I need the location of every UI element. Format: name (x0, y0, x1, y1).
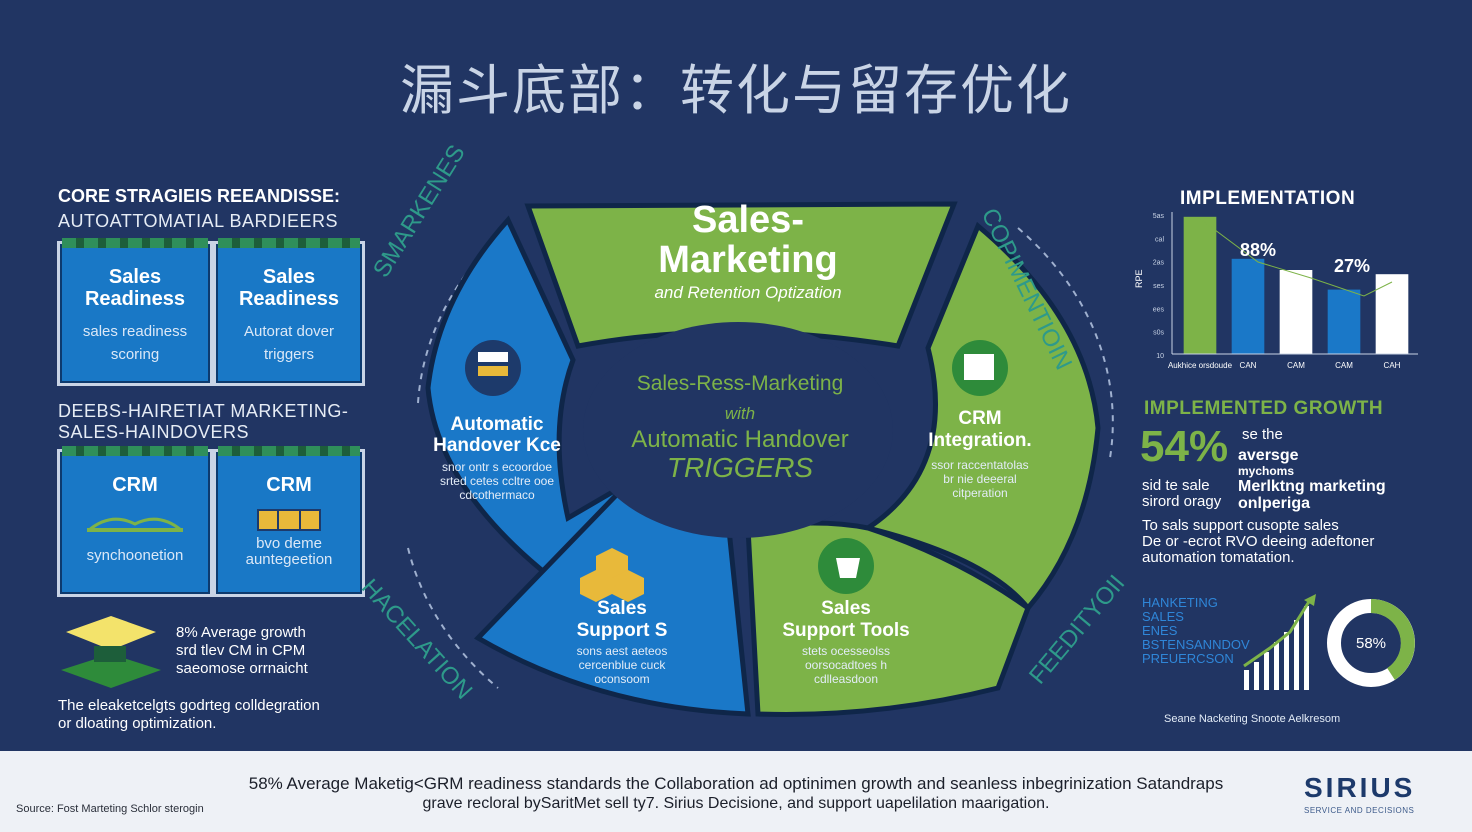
grass-decoration (62, 238, 208, 248)
y-tick-label: cal (1155, 236, 1164, 243)
sirius-logo-sub: SERVICE AND DECISIONS (1304, 806, 1415, 815)
page-title: 漏斗底部：转化与留存优化 (400, 59, 1072, 122)
growth-left-1: sid te sale (1142, 477, 1210, 494)
bar-2 (1279, 270, 1313, 354)
segment-left (425, 215, 634, 602)
center-line-2: with (724, 404, 756, 423)
segment-right-sub: ssor raccentatolas br nie deeeral citper… (931, 458, 1029, 500)
footer (0, 751, 1472, 832)
sirius-logo: SIRIUS (1304, 772, 1416, 803)
handover-subheading: SALES-HAINDOVERS (58, 422, 250, 442)
bar-1 (1231, 258, 1265, 354)
card-sub: synchoonetion (86, 547, 184, 564)
implementation-heading: IMPLEMENTATION (1180, 188, 1356, 209)
center-line-4: TRIGGERS (666, 452, 814, 483)
card-sales-readiness-2: Sales Readiness Autorat dover triggers (216, 238, 362, 383)
bridge-icon (87, 517, 183, 532)
grass-decoration (218, 446, 360, 456)
segment-bottom-left-title: Sales Support S (576, 598, 668, 641)
growth-line-5: onlperiga (1238, 495, 1311, 512)
grass-decoration (62, 446, 208, 456)
center-line-1: Sales-Ress-Marketing (636, 372, 844, 395)
growth-line-1: se the (1242, 426, 1283, 443)
source-note: Source: Fost Marteting Schlor sterogin (16, 803, 204, 815)
y-axis-label: RPE (1134, 269, 1144, 288)
blue-list: HANKETING SALES ENES BSTENSANNDOV PREUER… (1142, 595, 1250, 666)
card-sub: bvo deme auntegeetion (245, 535, 333, 568)
segment-right-title: CRM Integration. (928, 408, 1032, 451)
support-icon (596, 548, 628, 580)
box-icon (257, 509, 321, 531)
y-tick-label: 2as (1153, 260, 1165, 267)
card-sales-readiness-1: Sales Readiness sales readiness scoring (60, 238, 210, 383)
wheel-center (583, 322, 893, 538)
growth-line-3: mychoms (1238, 464, 1295, 478)
growth-left-2: sirord oragy (1142, 493, 1222, 510)
card-crm-1: CRM synchoonetion (60, 446, 210, 594)
segment-bottom-right-title: Sales Support Tools (782, 598, 910, 641)
growth-note: 8% Average growth srd tlev CM in CPM sae… (176, 624, 308, 677)
segment-bottom-left-sub: sons aest aeteos cercenblue cuck oconsoo… (576, 644, 668, 686)
growth-percent: 54% (1140, 422, 1229, 471)
segment-bottom-right (745, 520, 1032, 717)
card-title: Sales Readiness (238, 266, 340, 310)
strategy-wheel (407, 201, 1114, 717)
card-crm-2: CRM bvo deme auntegeetion (216, 446, 362, 594)
layers-icon (61, 616, 161, 688)
y-tick-label: s0s (1153, 330, 1164, 337)
y-tick-label: 10 (1156, 353, 1164, 360)
x-tick-label: CAH (1384, 361, 1401, 370)
y-tick-label: ees (1153, 306, 1165, 313)
donut-label: 58% (1356, 635, 1386, 652)
handover-heading: DEEBS-HAIRETIAT MARKETING- (58, 401, 349, 421)
card-sub: Autorat dover triggers (243, 323, 335, 363)
chart-label-88: 88% (1240, 240, 1277, 260)
growth-line-4: Merlktng marketing (1238, 478, 1386, 495)
segment-top-title: Sales- Marketing (658, 199, 838, 281)
center-line-3: Automatic Handover (631, 426, 849, 453)
segment-top-sub: and Retention Optization (654, 283, 842, 302)
growth-heading: IMPLEMENTED GROWTH (1144, 398, 1384, 419)
donut-chart: 58% (1327, 599, 1415, 687)
footer-line-1: 58% Average Maketig<GRM readiness standa… (248, 774, 1224, 793)
growth-line-2: aversge (1238, 447, 1299, 464)
strategies-subheading: AUTOATTOMATIAL BARDIEERS (58, 211, 339, 231)
implementation-chart: 5as cal 2as ses ees s0s 10 Aukhice orsdoude CAN… (1134, 212, 1418, 370)
card-sub: sales readiness scoring (82, 323, 188, 363)
footer-line-2: grave recloral bySaritMet sell ty7. Siri… (422, 795, 1050, 812)
card-title: Sales Readiness (84, 266, 186, 310)
bar-4 (1375, 274, 1409, 354)
segment-left-sub: snor ontr s ecoordoe srted cetes ccltre … (439, 460, 555, 502)
bar-0 (1183, 216, 1217, 354)
card-title: CRM (266, 474, 312, 496)
strategies-heading: CORE STRAGIEIS REEANDISSE: (58, 186, 341, 206)
card-title: CRM (112, 474, 158, 496)
grass-decoration (218, 238, 360, 248)
segment-bottom-right-sub: stets ocesseolss oorsocadtoes h cdlleasd… (801, 644, 891, 686)
chart-label-27: 27% (1334, 256, 1371, 276)
x-tick-label: CAN (1240, 361, 1257, 370)
segment-left-title: Automatic Handover Kce (433, 414, 561, 456)
growth-bars-icon (1243, 594, 1316, 690)
y-tick-label: ses (1153, 283, 1164, 290)
right-source-note: Seane Nacketing Snoote Aelkresom (1164, 713, 1341, 725)
y-tick-label: 5as (1153, 213, 1165, 220)
collab-note: The eleaketcelgts godrteg colldegration … (58, 697, 320, 732)
x-tick-label: CAM (1335, 361, 1353, 370)
bar-3 (1327, 289, 1361, 354)
support-text: To sals support cusopte sales De or -ecr… (1142, 517, 1375, 566)
x-tick-label: Aukhice orsdoude (1168, 361, 1233, 370)
x-tick-label: CAM (1287, 361, 1305, 370)
